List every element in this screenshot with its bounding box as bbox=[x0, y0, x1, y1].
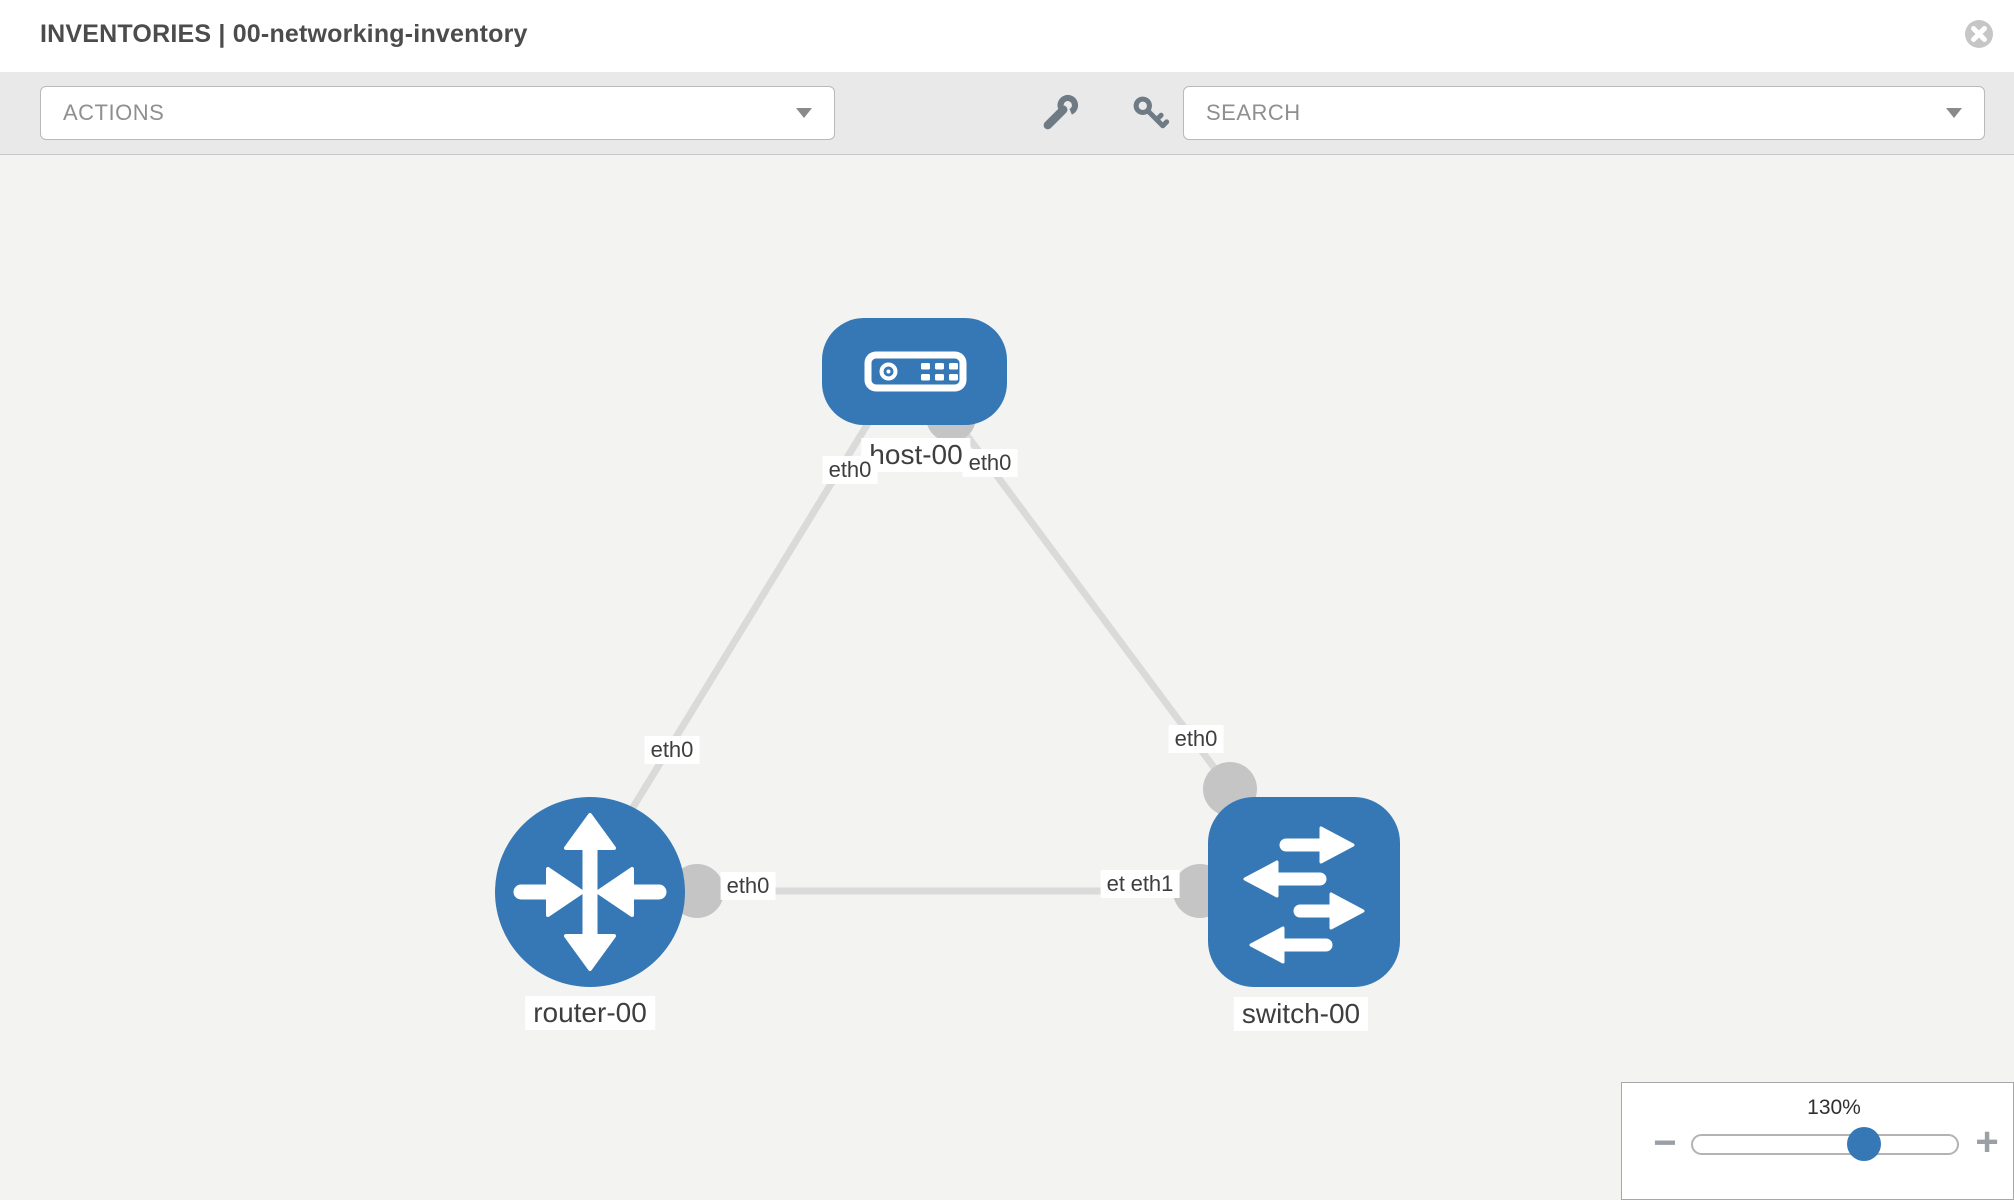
node-label-router-00: router-00 bbox=[525, 996, 655, 1030]
interface-label: eth0 bbox=[822, 456, 878, 484]
zoom-level-value: 130% bbox=[1807, 1096, 1861, 1119]
zoom-in-button[interactable]: + bbox=[1975, 1120, 1999, 1164]
interface-label: eth1 bbox=[1124, 870, 1180, 898]
wrench-icon[interactable] bbox=[1040, 93, 1080, 133]
actions-dropdown[interactable]: ACTIONS bbox=[40, 86, 835, 140]
zoom-control-panel: 130% − + bbox=[1621, 1082, 2014, 1200]
node-label-host-00: host-00 bbox=[861, 438, 971, 472]
close-icon[interactable] bbox=[1963, 18, 1995, 50]
node-switch-00[interactable] bbox=[1208, 797, 1400, 987]
interface-label: eth0 bbox=[1168, 725, 1224, 753]
node-label-switch-00: switch-00 bbox=[1233, 997, 1369, 1031]
zoom-slider-track[interactable] bbox=[1691, 1134, 1959, 1155]
interface-label: eth0 bbox=[962, 449, 1018, 477]
node-router-00[interactable] bbox=[495, 797, 685, 987]
toolbar: ACTIONS SEARCH bbox=[0, 72, 2014, 155]
search-dropdown[interactable]: SEARCH bbox=[1183, 86, 1985, 140]
zoom-out-button[interactable]: − bbox=[1653, 1121, 1677, 1165]
chevron-down-icon bbox=[796, 108, 812, 118]
toolbar-icon-group bbox=[1040, 86, 1170, 140]
chevron-down-icon bbox=[1946, 108, 1962, 118]
interface-label: eth0 bbox=[720, 872, 776, 900]
topology-canvas[interactable]: host-00 router-00 switch-00 eth0 eth0 eth0… bbox=[0, 155, 2014, 1200]
node-host-00[interactable] bbox=[822, 318, 1007, 425]
router-icon bbox=[513, 813, 667, 971]
interface-label: eth0 bbox=[644, 736, 700, 764]
zoom-slider-thumb[interactable] bbox=[1847, 1127, 1881, 1161]
server-icon bbox=[864, 351, 967, 392]
switch-icon bbox=[1243, 826, 1365, 964]
actions-dropdown-label: ACTIONS bbox=[63, 100, 165, 125]
key-icon[interactable] bbox=[1130, 93, 1170, 133]
header: INVENTORIES | 00-networking-inventory bbox=[0, 0, 2014, 72]
search-placeholder: SEARCH bbox=[1206, 100, 1301, 125]
page-title: INVENTORIES | 00-networking-inventory bbox=[40, 20, 528, 48]
